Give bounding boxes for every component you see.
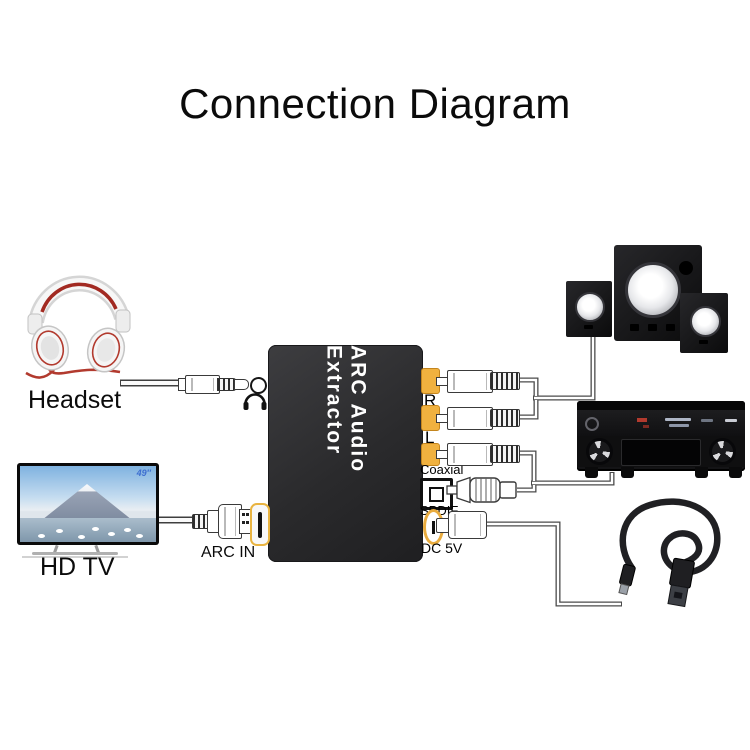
arc-audio-extractor-box: ARC Audio Extractor (268, 345, 423, 562)
usb-cable-image (618, 498, 721, 608)
audio-jack-port-icon (250, 377, 267, 394)
hdtv-image: 49″ (17, 463, 159, 545)
left-knob (586, 438, 613, 465)
swan (124, 528, 131, 532)
swan (38, 534, 45, 538)
optical-plug (446, 476, 517, 504)
swan (56, 529, 63, 533)
receiver-display (621, 439, 701, 466)
water-graphic (20, 518, 156, 542)
speakers-image (562, 237, 748, 357)
usb-a-connector (667, 557, 695, 608)
headset-image (25, 275, 131, 379)
right-satellite-speaker (680, 293, 728, 353)
power-button (585, 417, 599, 431)
left-satellite-speaker (566, 281, 612, 337)
tv-screen: 49″ (20, 466, 156, 542)
jack-barrel (185, 374, 220, 394)
device-name: ARC Audio Extractor (322, 345, 370, 474)
headphone-icon (243, 393, 267, 410)
swan (92, 527, 99, 531)
av-receiver-image (577, 401, 745, 481)
swan (78, 535, 85, 539)
tv-size-badge: 49″ (136, 468, 151, 478)
hdtv-label: HD TV (40, 553, 115, 581)
port-label-dc5v: DC 5V (421, 540, 463, 556)
arc-in-label: ARC IN (201, 544, 256, 561)
micro-usb-connector (618, 563, 636, 596)
right-knob (709, 438, 736, 465)
jack-tip (234, 378, 249, 390)
tv-stand-base (22, 556, 128, 558)
receiver-top-edge (577, 401, 745, 410)
hdmi-arc-port (250, 503, 270, 546)
receiver-lower-panel (577, 436, 745, 467)
port-label-coaxial: Coaxial (420, 462, 464, 477)
tv-stand (32, 552, 118, 555)
swan (108, 532, 115, 536)
receiver-upper-panel (577, 410, 745, 436)
page-title: Connection Diagram (179, 80, 571, 127)
mountain-graphic (42, 484, 132, 520)
port-label-l: L (425, 428, 435, 447)
headset-label: Headset (28, 386, 122, 414)
swan (136, 534, 143, 538)
